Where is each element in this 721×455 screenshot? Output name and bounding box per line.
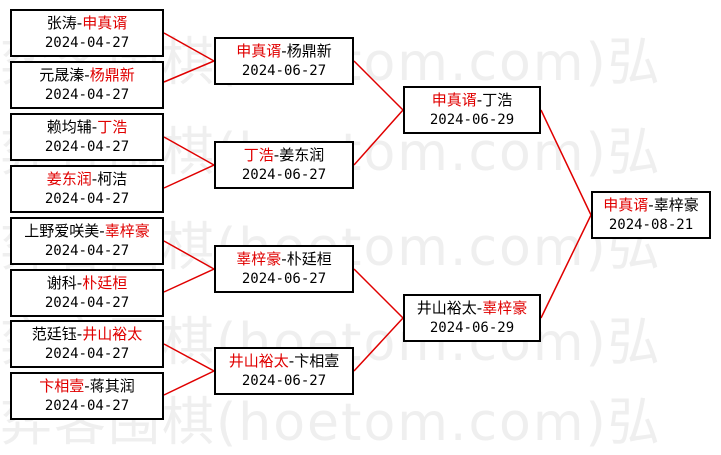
connector-r2-3-r3-2 <box>353 268 405 372</box>
match-date: 2024-06-27 <box>241 63 327 79</box>
player-1: 谢科 <box>46 274 77 292</box>
connector-r1-5-r2-3 <box>163 240 216 293</box>
match-r3-2: 井山裕太-辜梓豪 2024-06-29 <box>403 294 541 342</box>
player-1: 赖均辅 <box>46 118 92 136</box>
match-players: 申真谞-辜梓豪 <box>603 196 699 214</box>
match-r1-3: 赖均辅-丁浩 2024-04-27 <box>10 113 164 161</box>
match-players: 谢科-朴廷桓 <box>46 274 128 292</box>
player-2: 丁浩 <box>482 91 513 109</box>
player-2: 卞相壹 <box>294 352 340 370</box>
match-players: 元晟溱-杨鼎新 <box>39 66 135 84</box>
match-players: 申真谞-杨鼎新 <box>236 42 332 60</box>
player-2: 朴廷桓 <box>82 274 128 292</box>
match-players: 张涛-申真谞 <box>46 14 128 32</box>
connector-r3-1-final <box>540 109 592 319</box>
connector-r1-1-r2-1 <box>163 32 216 83</box>
match-players: 赖均辅-丁浩 <box>46 118 128 136</box>
match-players: 丁浩-姜东润 <box>243 146 325 164</box>
match-players: 卞相壹-蒋其润 <box>39 377 135 395</box>
player-1: 姜东润 <box>46 170 92 188</box>
player-1: 丁浩 <box>243 146 274 164</box>
match-date: 2024-04-27 <box>44 87 130 103</box>
match-date: 2024-08-21 <box>608 217 694 233</box>
match-r1-2: 元晟溱-杨鼎新 2024-04-27 <box>10 61 164 109</box>
match-date: 2024-04-27 <box>44 191 130 207</box>
player-2: 姜东润 <box>279 146 325 164</box>
match-players: 井山裕太-卞相壹 <box>228 352 340 370</box>
player-2: 辜梓豪 <box>104 222 150 240</box>
match-date: 2024-06-27 <box>241 373 327 389</box>
match-date: 2024-04-27 <box>44 35 130 51</box>
match-date: 2024-04-27 <box>44 346 130 362</box>
match-date: 2024-04-27 <box>44 139 130 155</box>
player-1: 张涛 <box>46 14 77 32</box>
player-2: 辜梓豪 <box>482 299 528 317</box>
match-r2-4: 井山裕太-卞相壹 2024-06-27 <box>214 347 354 395</box>
player-2: 丁浩 <box>97 118 128 136</box>
match-r1-8: 卞相壹-蒋其润 2024-04-27 <box>10 372 164 420</box>
connector-r1-3-r2-2 <box>163 136 216 189</box>
player-2: 辜梓豪 <box>653 196 699 214</box>
match-r3-1: 申真谞-丁浩 2024-06-29 <box>403 86 541 134</box>
player-1: 元晟溱 <box>39 66 85 84</box>
match-date: 2024-04-27 <box>44 398 130 414</box>
player-2: 井山裕太 <box>82 325 143 343</box>
match-players: 井山裕太-辜梓豪 <box>416 299 528 317</box>
player-2: 蒋其润 <box>89 377 135 395</box>
player-1: 申真谞 <box>603 196 649 214</box>
match-r1-6: 谢科-朴廷桓 2024-04-27 <box>10 269 164 317</box>
player-2: 申真谞 <box>82 14 128 32</box>
match-date: 2024-04-27 <box>44 243 130 259</box>
match-players: 范廷钰-井山裕太 <box>31 325 143 343</box>
player-1: 井山裕太 <box>228 352 289 370</box>
match-final: 申真谞-辜梓豪 2024-08-21 <box>591 191 711 239</box>
match-players: 上野爱咲美-辜梓豪 <box>24 222 150 240</box>
match-date: 2024-06-27 <box>241 271 327 287</box>
player-1: 申真谞 <box>236 42 282 60</box>
match-players: 姜东润-柯洁 <box>46 170 128 188</box>
match-r2-3: 辜梓豪-朴廷桓 2024-06-27 <box>214 245 354 293</box>
player-1: 辜梓豪 <box>236 250 282 268</box>
match-r1-5: 上野爱咲美-辜梓豪 2024-04-27 <box>10 217 164 265</box>
match-r1-1: 张涛-申真谞 2024-04-27 <box>10 9 164 57</box>
connector-r2-1-r3-1 <box>353 60 405 166</box>
match-r2-2: 丁浩-姜东润 2024-06-27 <box>214 141 354 189</box>
player-2: 杨鼎新 <box>89 66 135 84</box>
match-date: 2024-06-29 <box>429 320 515 336</box>
connector-r1-7-r2-4 <box>163 343 216 396</box>
match-date: 2024-06-27 <box>241 167 327 183</box>
match-r2-1: 申真谞-杨鼎新 2024-06-27 <box>214 37 354 85</box>
player-1: 井山裕太 <box>416 299 477 317</box>
match-date: 2024-06-29 <box>429 112 515 128</box>
player-2: 朴廷桓 <box>286 250 332 268</box>
player-2: 柯洁 <box>97 170 128 188</box>
match-r1-4: 姜东润-柯洁 2024-04-27 <box>10 165 164 213</box>
player-1: 范廷钰 <box>31 325 77 343</box>
match-players: 申真谞-丁浩 <box>431 91 513 109</box>
match-date: 2024-04-27 <box>44 295 130 311</box>
player-1: 上野爱咲美 <box>24 222 100 240</box>
player-1: 卞相壹 <box>39 377 85 395</box>
match-r1-7: 范廷钰-井山裕太 2024-04-27 <box>10 320 164 368</box>
player-1: 申真谞 <box>431 91 477 109</box>
player-2: 杨鼎新 <box>286 42 332 60</box>
match-players: 辜梓豪-朴廷桓 <box>236 250 332 268</box>
